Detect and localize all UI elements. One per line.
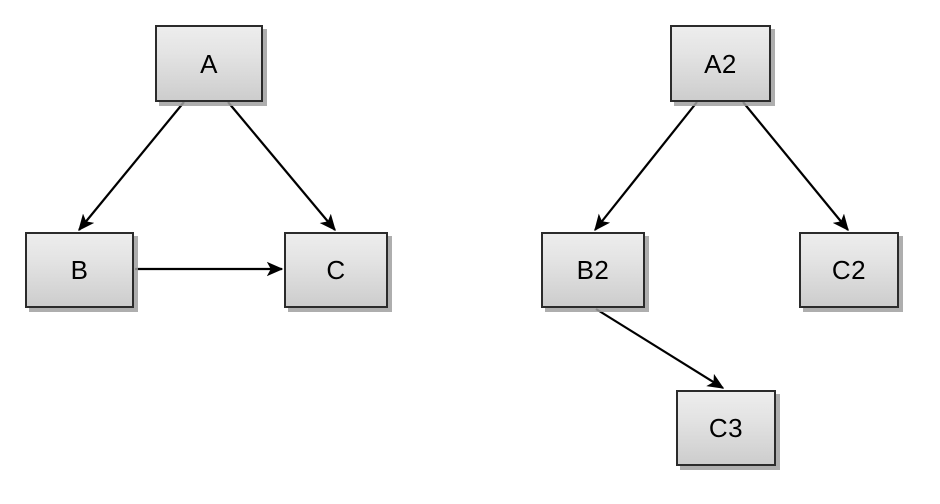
node-b2-label: B2	[576, 255, 610, 285]
node-c2-label: C2	[831, 255, 867, 285]
edge-a2-to-b2	[594, 101, 698, 232]
node-a2-label: A2	[704, 48, 737, 79]
edge-a2-to-c2	[742, 101, 849, 232]
node-c[interactable]: C	[284, 232, 388, 308]
node-c3[interactable]: C3	[676, 390, 776, 466]
edge-a-to-c	[227, 101, 336, 232]
edge-a-to-b	[78, 101, 185, 232]
node-c-label: C	[326, 255, 346, 285]
node-c2[interactable]: C2	[799, 232, 899, 308]
node-b[interactable]: B	[25, 232, 134, 308]
node-b-label: B	[70, 255, 89, 285]
node-b2[interactable]: B2	[541, 232, 645, 308]
node-c3-label: C3	[708, 413, 744, 443]
edge-b2-to-c3	[595, 308, 725, 389]
node-a-label: A	[200, 48, 218, 79]
node-a[interactable]: A	[155, 25, 263, 102]
node-a2[interactable]: A2	[670, 25, 771, 102]
